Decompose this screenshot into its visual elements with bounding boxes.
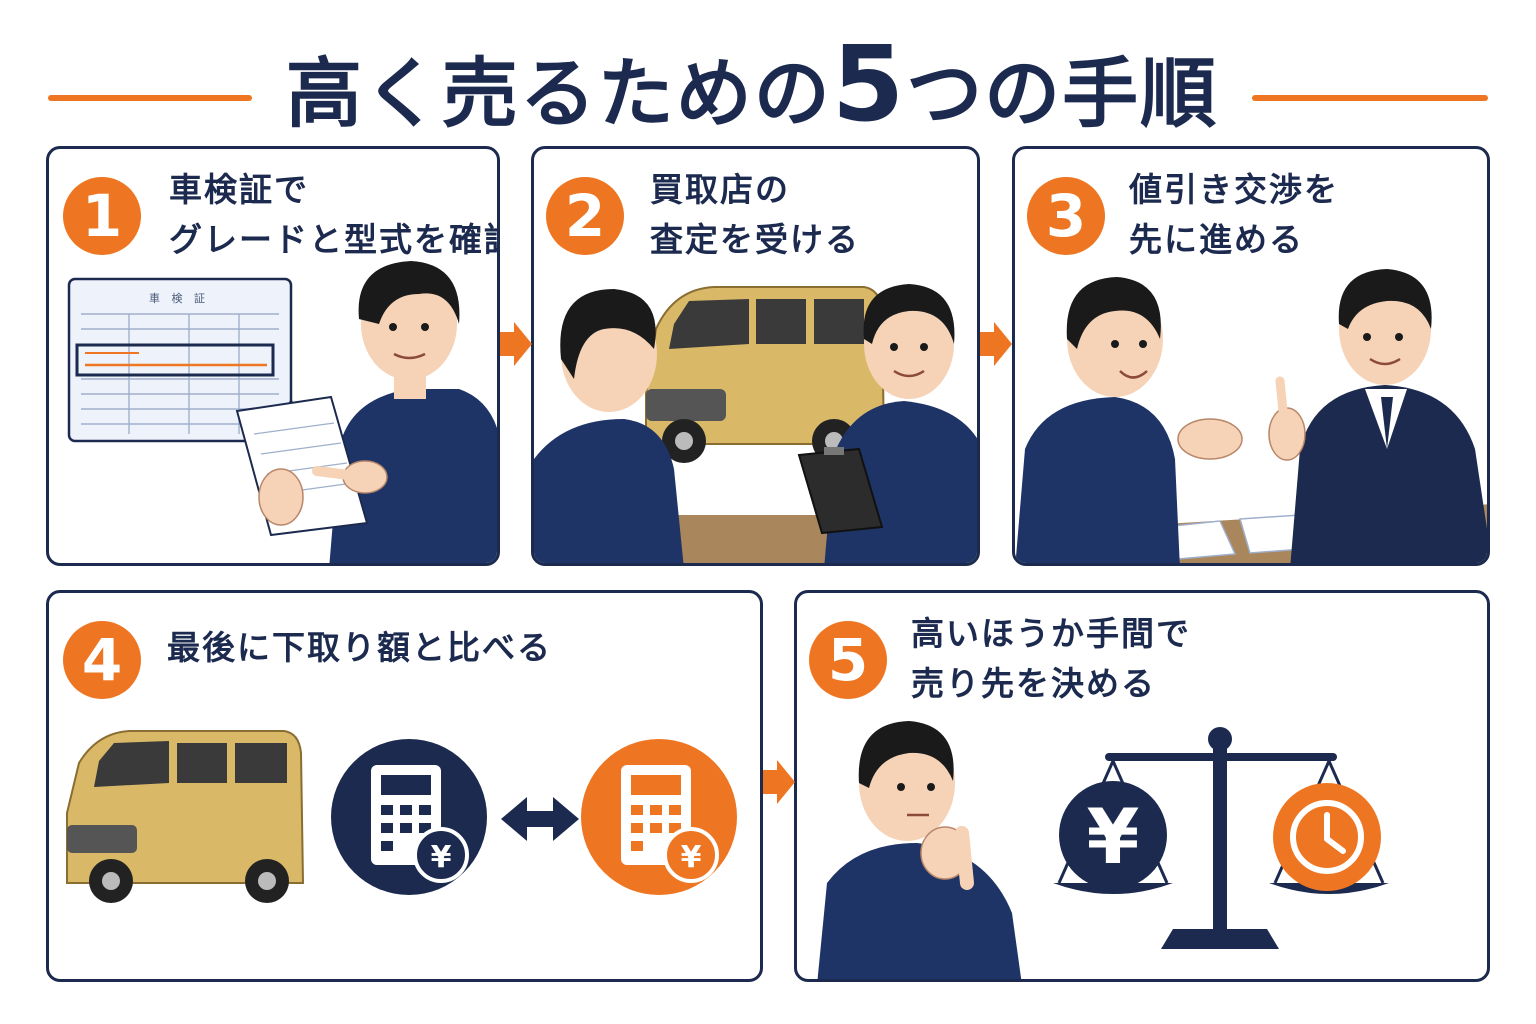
title-row: 高く売るための5つの手順	[0, 22, 1536, 138]
calculator-yen-icon	[331, 739, 487, 895]
step-3-illustration	[1015, 269, 1487, 563]
customer-person	[1015, 277, 1243, 563]
title-number: 5	[831, 23, 907, 145]
step-4-line-1: 最後に下取り額と比べる	[167, 628, 552, 667]
step-panel-2: 2 買取店の 査定を受ける	[531, 146, 980, 566]
step-badge-1: 1	[63, 177, 141, 255]
step-text-3: 値引き交渉を 先に進める	[1129, 165, 1339, 265]
step-2-line-2: 査定を受ける	[650, 220, 860, 259]
clock-icon	[1273, 783, 1381, 891]
title-part-1: 高く売るための	[285, 49, 832, 138]
yen-coin-symbol: ¥	[1087, 792, 1140, 881]
step-text-4: 最後に下取り額と比べる	[167, 623, 552, 673]
step-panel-3: 3 値引き交渉を 先に進める	[1012, 146, 1490, 566]
calculator-yen-icon	[581, 739, 737, 895]
double-arrow-icon	[501, 797, 579, 841]
step-1-line-1: 車検証で	[169, 170, 309, 209]
clipboard-icon	[797, 447, 884, 535]
arrow-right-icon	[980, 322, 1012, 366]
step-text-5: 高いほうか手間で 売り先を決める	[911, 609, 1191, 709]
paper-in-hand	[235, 395, 369, 537]
step-3-line-1: 値引き交渉を	[1129, 170, 1339, 209]
customer-person	[534, 289, 684, 563]
thinking-person	[817, 721, 1022, 979]
step-4-illustration: ¥ ¥	[66, 730, 737, 903]
page-title: 高く売るための5つの手順	[270, 32, 1234, 142]
step-5-line-2: 売り先を決める	[911, 664, 1156, 703]
title-part-2: つの手順	[906, 49, 1219, 138]
step-1-line-2: グレードと型式を確認	[169, 220, 500, 259]
yen-symbol: ¥	[431, 840, 452, 875]
step-3-line-2: 先に進める	[1129, 220, 1304, 259]
step-panel-1: 車 検 証	[46, 146, 500, 566]
arrow-right-icon	[500, 322, 532, 366]
title-decoration-left	[48, 95, 252, 101]
yen-symbol: ¥	[681, 840, 702, 875]
step-2-line-1: 買取店の	[650, 170, 790, 209]
step-badge-3: 3	[1027, 177, 1105, 255]
step-badge-5: 5	[809, 621, 887, 699]
step-panel-5: ¥ 5 高いほうか手間で 売り先を決める	[794, 590, 1490, 982]
salesman-person	[1268, 269, 1487, 563]
step-text-2: 買取店の 査定を受ける	[650, 165, 860, 265]
document-heading: 車 検 証	[149, 291, 209, 305]
step-1-illustration: 車 検 証	[67, 261, 497, 563]
arrow-right-icon	[763, 760, 795, 804]
step-text-1: 車検証で グレードと型式を確認	[169, 165, 500, 265]
step-5-illustration: ¥	[817, 721, 1389, 979]
step-5-line-1: 高いほうか手間で	[911, 614, 1191, 653]
title-decoration-right	[1252, 95, 1488, 101]
person-reading	[329, 261, 497, 563]
step-badge-2: 2	[546, 177, 624, 255]
yen-coin-icon	[1059, 781, 1167, 889]
step-panel-4: ¥ ¥ 4 最後に下取り額と比べる	[46, 590, 763, 982]
step-badge-4: 4	[63, 621, 141, 699]
step-2-illustration	[534, 284, 977, 563]
car-icon	[66, 730, 305, 903]
